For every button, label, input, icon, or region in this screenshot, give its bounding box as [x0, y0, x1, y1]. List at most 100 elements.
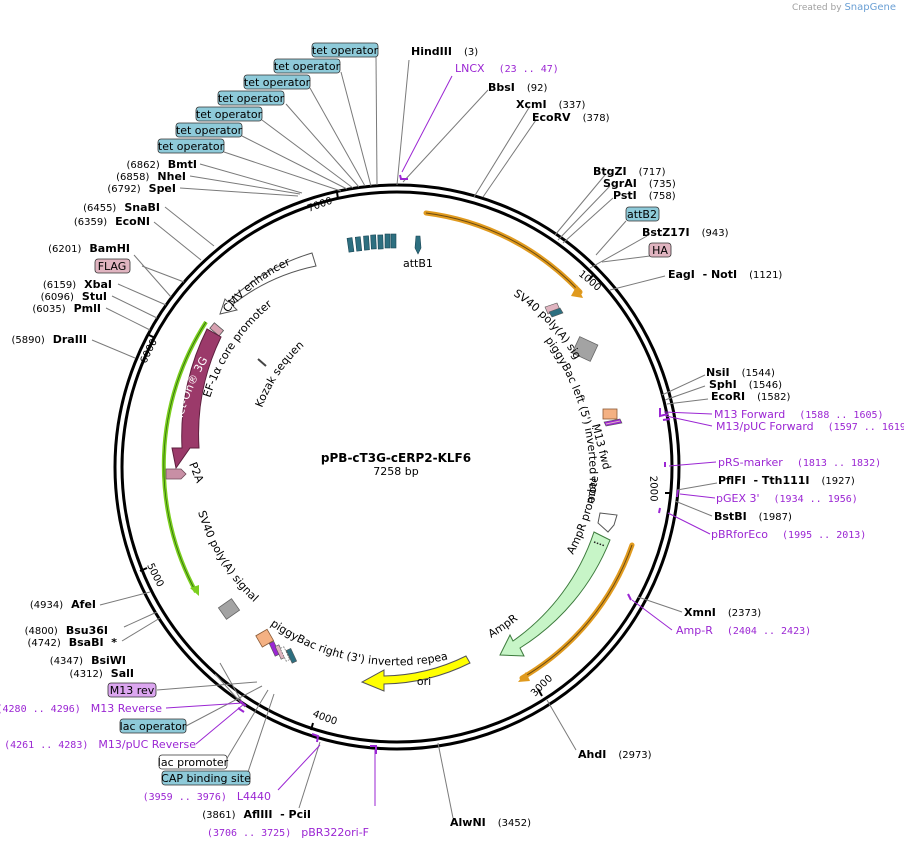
site-econi[interactable]: (6359)EcoNI — [74, 215, 150, 228]
site-bsabi[interactable]: (4742)BsaBI * — [27, 636, 117, 649]
piggybac-right-cluster[interactable] — [255, 628, 298, 664]
primer-m13-forward[interactable]: M13 Forward(1588 .. 1605) — [714, 408, 884, 421]
primer-lncx[interactable]: LNCX(23 .. 47) — [455, 62, 559, 75]
site-sali[interactable]: (4312)SalI — [70, 667, 134, 680]
primer-m13-reverse[interactable]: (4280 .. 4296)M13 Reverse — [0, 702, 162, 715]
tick-5000 — [139, 567, 148, 572]
primer-mark-pbrforeco[interactable] — [658, 507, 661, 514]
primer-pbrforeco[interactable]: pBRforEco(1995 .. 2013) — [711, 528, 866, 541]
primer-m13-puc-forward[interactable]: M13/pUC Forward(1597 .. 1619) — [716, 420, 904, 433]
primer-prs-marker[interactable]: pRS-marker(1813 .. 1832) — [718, 456, 881, 469]
primer-m13-puc-reverse[interactable]: (4261 .. 4283)M13/pUC Reverse — [4, 738, 196, 751]
site-xcmi[interactable]: XcmI(337) — [516, 98, 586, 111]
site-bstz17i[interactable]: BstZ17I(943) — [642, 226, 729, 239]
primer-mark-m13-puc-reverse[interactable] — [239, 700, 247, 707]
box-tet-operator-2[interactable]: tet operator — [273, 58, 341, 74]
kozak-marker[interactable] — [257, 358, 267, 367]
box-tet-operator-7[interactable]: tet operator — [157, 138, 225, 154]
box-tet-operator-1[interactable]: tet operator — [311, 42, 379, 58]
box-tet-operator-6[interactable]: tet operator — [175, 122, 243, 138]
box-leader-lines — [141, 55, 651, 779]
tick-label-2000: 2000 — [647, 476, 659, 502]
site-nsii[interactable]: NsiI(1544) — [706, 366, 775, 379]
highlight-arc-top — [423, 210, 583, 295]
site-sgrai[interactable]: SgrAI(735) — [603, 177, 676, 190]
site-bsu36i[interactable]: (4800)Bsu36I — [25, 624, 108, 637]
label-ampr[interactable]: AmpR — [486, 611, 520, 640]
primer-mark-amp-r[interactable] — [627, 593, 632, 601]
ampr-arrow[interactable] — [499, 531, 611, 657]
sv40-polya-left-block[interactable] — [217, 598, 241, 620]
tet-on-3g-arrow[interactable] — [171, 328, 222, 470]
primer-mark-m13-puc-forward[interactable] — [662, 418, 671, 421]
site-draiii[interactable]: (5890)DraIII — [11, 333, 87, 346]
attb1-marker[interactable] — [414, 235, 422, 255]
box-ha[interactable]: HA — [648, 242, 672, 258]
highlight-arc-bottom-head — [518, 672, 530, 682]
highlight-arc-bottom-inner — [521, 544, 633, 679]
site-afei[interactable]: (4934)AfeI — [30, 598, 96, 611]
box-tet-operator-5[interactable]: tet operator — [195, 106, 263, 122]
ampr-promoter-arrow[interactable] — [597, 512, 618, 533]
primer-l4440[interactable]: (3959 .. 3976)L4440 — [143, 790, 271, 803]
box-m13-rev[interactable]: M13 rev — [107, 682, 157, 698]
site-bsiwi[interactable]: (4347)BsiWI — [50, 654, 126, 667]
piggybac-left-cluster[interactable] — [602, 408, 623, 427]
site-xmni[interactable]: XmnI(2373) — [684, 606, 761, 619]
site-bmti[interactable]: (6862)BmtI — [127, 158, 197, 171]
label-ori[interactable]: ori — [417, 675, 431, 688]
primer-mark-lncx[interactable] — [399, 174, 408, 180]
box-attb2[interactable]: attB2 — [625, 206, 660, 222]
highlight-arc-top-inner — [425, 212, 581, 293]
site-snabi[interactable]: (6455)SnaBI — [83, 201, 160, 214]
ori-arrow[interactable] — [360, 655, 471, 692]
primer-amp-r[interactable]: Amp-R(2404 .. 2423) — [676, 624, 811, 637]
site-ecori[interactable]: EcoRI(1582) — [711, 390, 791, 403]
site-ecorv[interactable]: EcoRV(378) — [532, 111, 610, 124]
site-eagi-noti[interactable]: EagI - NotI(1121) — [668, 268, 782, 281]
sv40-polya-right-block[interactable] — [571, 336, 599, 362]
site-sphi[interactable]: SphI(1546) — [709, 378, 782, 391]
attb2-ha-cluster[interactable] — [544, 302, 564, 318]
site-nhei[interactable]: (6858)NheI — [116, 170, 186, 183]
primer-mark-pbr322ori-f[interactable] — [370, 745, 377, 754]
svg-text:tet operator: tet operator — [196, 108, 263, 121]
box-lac-promoter[interactable]: lac promoter — [158, 754, 229, 770]
site-bbsi[interactable]: BbsI(92) — [488, 81, 548, 94]
site-xbai[interactable]: (6159)XbaI — [43, 278, 112, 291]
box-lac-operator[interactable]: lac operator — [119, 718, 187, 734]
box-flag[interactable]: FLAG — [94, 258, 131, 274]
site-btgzi[interactable]: BtgZI(717) — [593, 165, 666, 178]
primer-labels: LNCX(23 .. 47) M13 Forward(1588 .. 1605)… — [0, 62, 904, 839]
label-attb1[interactable]: attB1 — [403, 257, 433, 270]
site-spei[interactable]: (6792)SpeI — [107, 182, 176, 195]
box-tet-operator-4[interactable]: tet operator — [217, 90, 285, 106]
site-pflfi-tth111i[interactable]: PflFI - Tth111I(1927) — [718, 474, 855, 487]
site-bstbi[interactable]: BstBI(1987) — [714, 510, 792, 523]
site-ahdi[interactable]: AhdI(2973) — [578, 748, 652, 761]
primer-mark-m13-reverse[interactable] — [237, 707, 245, 713]
site-bamhi[interactable]: (6201)BamHI — [48, 242, 130, 255]
primer-pgex-3[interactable]: pGEX 3'(1934 .. 1956) — [716, 492, 858, 505]
cmv-enhancer-arrow[interactable] — [219, 252, 317, 315]
site-hindiii[interactable]: HindIII(3) — [411, 45, 478, 58]
primer-mark-m13-forward[interactable] — [659, 408, 669, 418]
site-stui[interactable]: (6096)StuI — [41, 290, 107, 303]
site-psti[interactable]: PstI(758) — [613, 189, 676, 202]
label-sv40-polya-left[interactable]: SV40 poly(A) signal — [195, 509, 261, 605]
label-p2a[interactable]: P2A — [186, 460, 206, 485]
tet-on-3g-highlight-head — [190, 585, 199, 596]
site-afliii-pcii[interactable]: (3861)AflIII - PciI — [202, 808, 311, 821]
site-pmli[interactable]: (6035)PmlI — [32, 302, 101, 315]
box-tet-operator-3[interactable]: tet operator — [243, 74, 311, 90]
box-cap-binding-site[interactable]: CAP binding site — [161, 770, 251, 786]
primer-mark-l4440[interactable] — [311, 733, 320, 743]
site-alwni[interactable]: AlwNI(3452) — [450, 816, 531, 829]
primer-pbr322ori-f[interactable]: (3706 .. 3725)pBR322ori-F — [207, 826, 369, 839]
primer-mark-pgex-3[interactable] — [676, 489, 679, 498]
svg-text:lac operator: lac operator — [120, 720, 187, 733]
svg-text:lac promoter: lac promoter — [158, 756, 229, 769]
ef1a-marker[interactable] — [209, 322, 225, 337]
p2a-arrow[interactable] — [165, 468, 187, 480]
